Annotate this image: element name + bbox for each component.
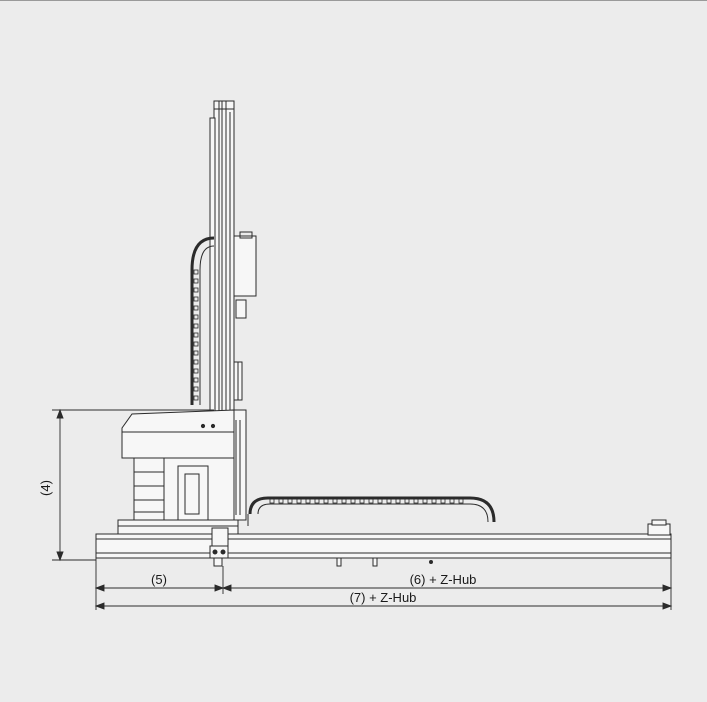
chain-link xyxy=(193,332,199,338)
chain-link xyxy=(193,359,199,365)
chain-link xyxy=(332,498,338,504)
chain-link xyxy=(287,498,293,504)
chain-link xyxy=(386,498,392,504)
chain-link xyxy=(458,498,464,504)
chain-link xyxy=(359,498,365,504)
top-border xyxy=(0,0,707,1)
chain-link xyxy=(278,498,284,504)
chain-link xyxy=(269,498,275,504)
chain-link xyxy=(422,498,428,504)
base-rail xyxy=(95,519,672,567)
chain-link xyxy=(368,498,374,504)
carriage-head xyxy=(117,409,239,567)
chain-link xyxy=(193,269,199,275)
chain-link xyxy=(449,498,455,504)
chain-link xyxy=(193,314,199,320)
chain-link xyxy=(193,323,199,329)
horizontal-cable-chain xyxy=(247,496,496,526)
chain-link xyxy=(193,386,199,392)
vertical-cable-chain xyxy=(190,236,215,405)
chain-link xyxy=(193,377,199,383)
chain-link xyxy=(314,498,320,504)
chain-link xyxy=(296,498,302,504)
chain-link xyxy=(193,350,199,356)
chain-link xyxy=(440,498,446,504)
chain-link xyxy=(193,278,199,284)
chain-link xyxy=(305,498,311,504)
chain-link xyxy=(193,305,199,311)
chain-link xyxy=(431,498,437,504)
right-span-dimension-label: (6) + Z-Hub xyxy=(410,572,477,587)
total-span-dimension-label: (7) + Z-Hub xyxy=(350,590,417,605)
chain-link xyxy=(395,498,401,504)
height-dimension-label: (4) xyxy=(38,480,53,496)
chain-link xyxy=(404,498,410,504)
chain-link xyxy=(341,498,347,504)
chain-link xyxy=(193,341,199,347)
chain-link xyxy=(193,395,199,401)
chain-link xyxy=(193,287,199,293)
chain-link xyxy=(413,498,419,504)
left-span-dimension-label: (5) xyxy=(151,572,167,587)
chain-link xyxy=(377,498,383,504)
chain-link xyxy=(193,368,199,374)
chain-link xyxy=(323,498,329,504)
chain-link xyxy=(193,296,199,302)
chain-links xyxy=(193,269,464,504)
dimension-lines xyxy=(52,408,673,610)
chain-link xyxy=(350,498,356,504)
